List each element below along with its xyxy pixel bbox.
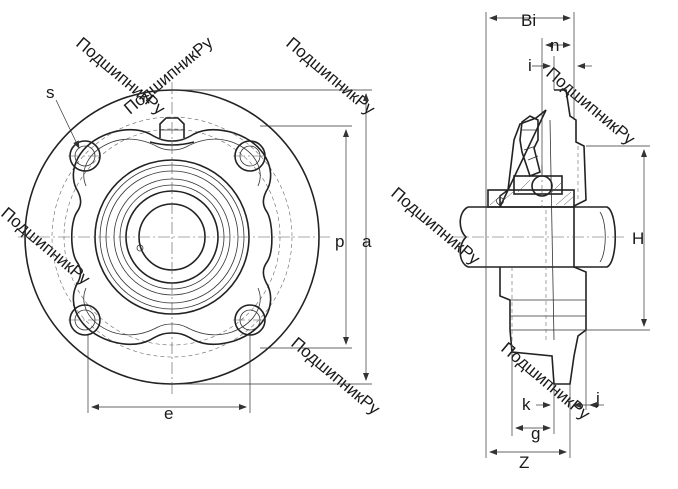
dim-label-i: i bbox=[528, 56, 532, 75]
dim-label-H: H bbox=[632, 229, 644, 248]
dim-label-n: n bbox=[550, 36, 559, 55]
dim-label-j: j bbox=[595, 389, 600, 408]
dim-s-leader bbox=[55, 99, 80, 149]
watermark-text: ПодшипникРу bbox=[387, 184, 484, 269]
bearing-outer-ring-section bbox=[513, 175, 563, 195]
shaft-break-right bbox=[599, 211, 606, 263]
dim-label-e: e bbox=[164, 404, 173, 423]
dim-label-k: k bbox=[522, 395, 531, 414]
watermark-text: ПодшипникРу bbox=[542, 64, 639, 149]
shaft-break-left bbox=[459, 206, 469, 268]
dim-label-p: p bbox=[335, 232, 344, 251]
set-screw-icon bbox=[496, 197, 504, 205]
dim-label-g: g bbox=[531, 424, 540, 443]
front-view: s p a e bbox=[18, 82, 372, 423]
dim-label-s: s bbox=[46, 83, 55, 102]
housing-body bbox=[70, 128, 273, 346]
hidden-circle bbox=[51, 116, 293, 358]
dim-label-Bi: Bi bbox=[521, 11, 536, 30]
set-screw-dot bbox=[136, 244, 144, 252]
watermark-text: ПодшипникРу bbox=[287, 334, 384, 419]
dim-label-Z: Z bbox=[519, 453, 529, 472]
dim-label-a: a bbox=[362, 232, 372, 251]
grease-nipple-side-icon bbox=[519, 115, 541, 178]
bearing-hatch bbox=[489, 179, 574, 206]
watermark-text: ПодшипникРу bbox=[282, 34, 379, 119]
side-view: Bi n i H k j g Z bbox=[452, 11, 650, 472]
bearing-insert bbox=[487, 189, 575, 208]
housing-inner-line bbox=[549, 119, 555, 341]
